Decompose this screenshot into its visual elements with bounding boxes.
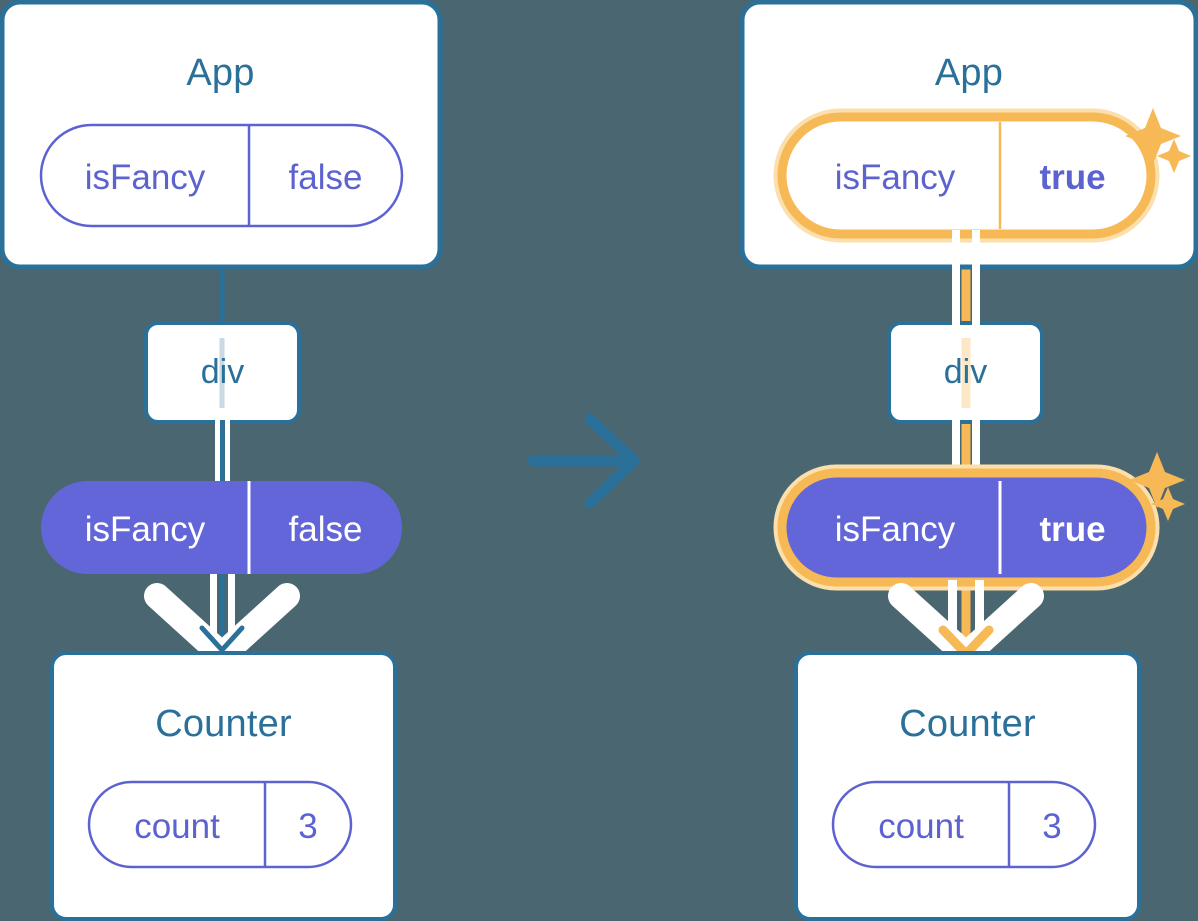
counter-title-before: Counter (155, 703, 292, 745)
counter-title-after: Counter (899, 703, 1036, 745)
panel-before (0, 0, 443, 921)
app-pill-name-after: isFancy (834, 158, 956, 197)
app-title-after: App (934, 52, 1004, 94)
counter-state-pill-after (831, 780, 1097, 869)
app-pill-name-before: isFancy (84, 158, 206, 197)
app-pill-value-after: true (1039, 158, 1106, 197)
div-label-after: div (943, 353, 988, 391)
prop-pill-name-before: isFancy (84, 510, 206, 549)
prop-pill-after (773, 464, 1160, 591)
app-pill-value-before: false (288, 158, 363, 197)
counter-pill-name-after: count (878, 807, 964, 846)
panel-after (739, 0, 1198, 921)
div-node-after (887, 321, 1044, 424)
div-node-before (144, 321, 301, 424)
prop-pill-before (41, 481, 402, 574)
prop-pill-value-before: false (288, 510, 363, 549)
counter-pill-value-after: 3 (1042, 807, 1062, 846)
app-state-pill-after (773, 108, 1160, 243)
transition-arrow-icon (527, 413, 640, 509)
sparkle-icon-app (1125, 108, 1191, 173)
counter-pill-name-before: count (134, 807, 220, 846)
counter-state-pill-before (87, 780, 353, 869)
app-state-pill-before (39, 123, 404, 228)
prop-pill-name-after: isFancy (834, 510, 956, 549)
arrowhead-before (199, 625, 245, 653)
sparkle-icon-prop (1129, 452, 1185, 521)
div-label-before: div (200, 353, 245, 391)
app-title-before: App (186, 52, 255, 94)
counter-pill-value-before: 3 (298, 807, 318, 846)
prop-pill-value-after: true (1039, 510, 1106, 549)
